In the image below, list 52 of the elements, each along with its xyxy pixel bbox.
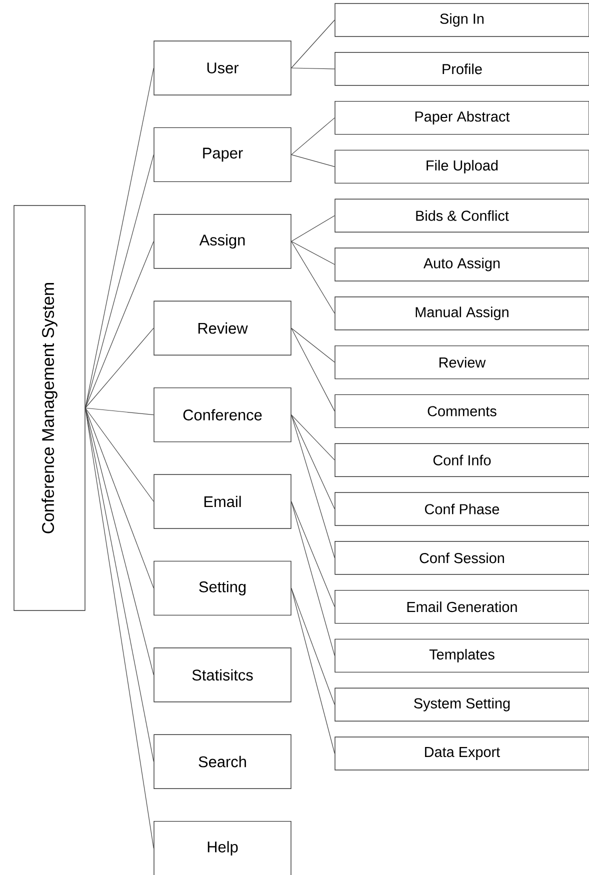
feature-box: File Upload	[334, 150, 589, 184]
connector-line	[85, 241, 154, 408]
category-box: Search	[154, 734, 292, 789]
feature-box: Conf Info	[334, 443, 589, 477]
root-box	[14, 205, 86, 611]
category-box: Setting	[154, 560, 292, 616]
feature-box: Auto Assign	[334, 248, 589, 282]
connector-line	[85, 408, 154, 588]
connector-line	[291, 588, 335, 754]
feature-box: Review	[334, 345, 589, 380]
category-box: Assign	[154, 214, 292, 269]
category-box: Review	[154, 300, 292, 356]
connector-line	[291, 328, 335, 412]
connector-line	[291, 414, 335, 460]
connector-line	[291, 68, 335, 70]
connector-line	[291, 20, 335, 68]
connector-line	[85, 408, 154, 676]
feature-box: Email Generation	[334, 590, 589, 624]
feature-box: Sign In	[334, 3, 589, 37]
category-box: Email	[154, 474, 292, 529]
feature-box: Manual Assign	[334, 296, 589, 330]
feature-box: Paper Abstract	[334, 100, 589, 135]
connector-line	[85, 328, 154, 408]
feature-box: Templates	[334, 638, 589, 673]
category-box: User	[154, 40, 292, 96]
category-box: Statisitcs	[154, 648, 292, 702]
feature-box: Comments	[334, 394, 589, 428]
connector-line	[291, 241, 335, 314]
connector-line	[291, 154, 335, 167]
connector-line	[291, 588, 335, 705]
connector-line	[291, 241, 335, 265]
connector-line	[85, 154, 154, 408]
connector-line	[291, 118, 335, 155]
category-box: Help	[154, 820, 292, 875]
connector-line	[291, 215, 335, 242]
connector-line	[291, 501, 335, 656]
feature-box: System Setting	[334, 688, 589, 722]
feature-box: Conf Session	[334, 541, 589, 575]
connector-line	[291, 414, 335, 558]
feature-box: Bids & Conflict	[334, 198, 589, 232]
category-box: Paper	[154, 127, 292, 182]
connector-line	[85, 408, 154, 502]
feature-box: Conf Phase	[334, 492, 589, 526]
category-box: Conference	[154, 387, 292, 442]
connector-line	[85, 408, 154, 416]
connector-line	[291, 501, 335, 608]
connector-line	[85, 408, 154, 849]
feature-box: Data Export	[334, 736, 589, 770]
connector-line	[291, 328, 335, 363]
rotated-title: Conference Management System	[42, 283, 58, 534]
feature-box: Profile	[334, 52, 589, 86]
connector-line	[291, 414, 335, 510]
